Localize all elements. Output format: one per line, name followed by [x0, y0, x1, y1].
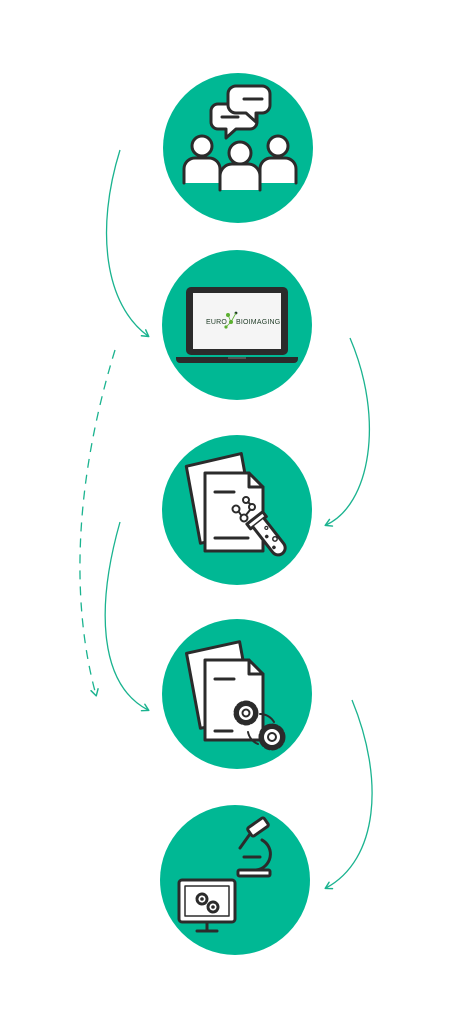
- euro-bioimaging-logo: EURO BIOIMAGING: [206, 311, 280, 329]
- gear-icon: [233, 700, 259, 726]
- monitor-icon: [177, 878, 237, 933]
- discussion-group-icon: [182, 84, 298, 192]
- arrow-step4-to-step5: [324, 699, 373, 890]
- monitor-microscope-icon: [177, 816, 272, 933]
- arrow-step3-to-step4: [104, 521, 150, 712]
- logo-left-text: EURO: [206, 319, 227, 326]
- microscope-icon: [236, 816, 272, 878]
- documents-chemistry-test-tube-icon: [184, 452, 287, 557]
- dashed-arrow-step2-to-step4: [79, 349, 116, 697]
- step-5-monitor-microscope: [160, 805, 310, 955]
- gear-icon: [258, 723, 286, 751]
- logo-right-text: BIOIMAGING: [236, 319, 280, 326]
- laptop-euro-bioimaging-icon: EURO BIOIMAGING: [176, 287, 298, 363]
- arrow-step2-to-step3: [324, 337, 370, 527]
- step-2-laptop: EURO BIOIMAGING: [162, 250, 312, 400]
- documents-gears-icon: [185, 640, 286, 751]
- step-1-discussion: [163, 73, 313, 223]
- step-4-documents-gears: [162, 619, 312, 769]
- arrow-step1-to-step2: [105, 149, 150, 338]
- step-3-documents-chemistry: [162, 435, 312, 585]
